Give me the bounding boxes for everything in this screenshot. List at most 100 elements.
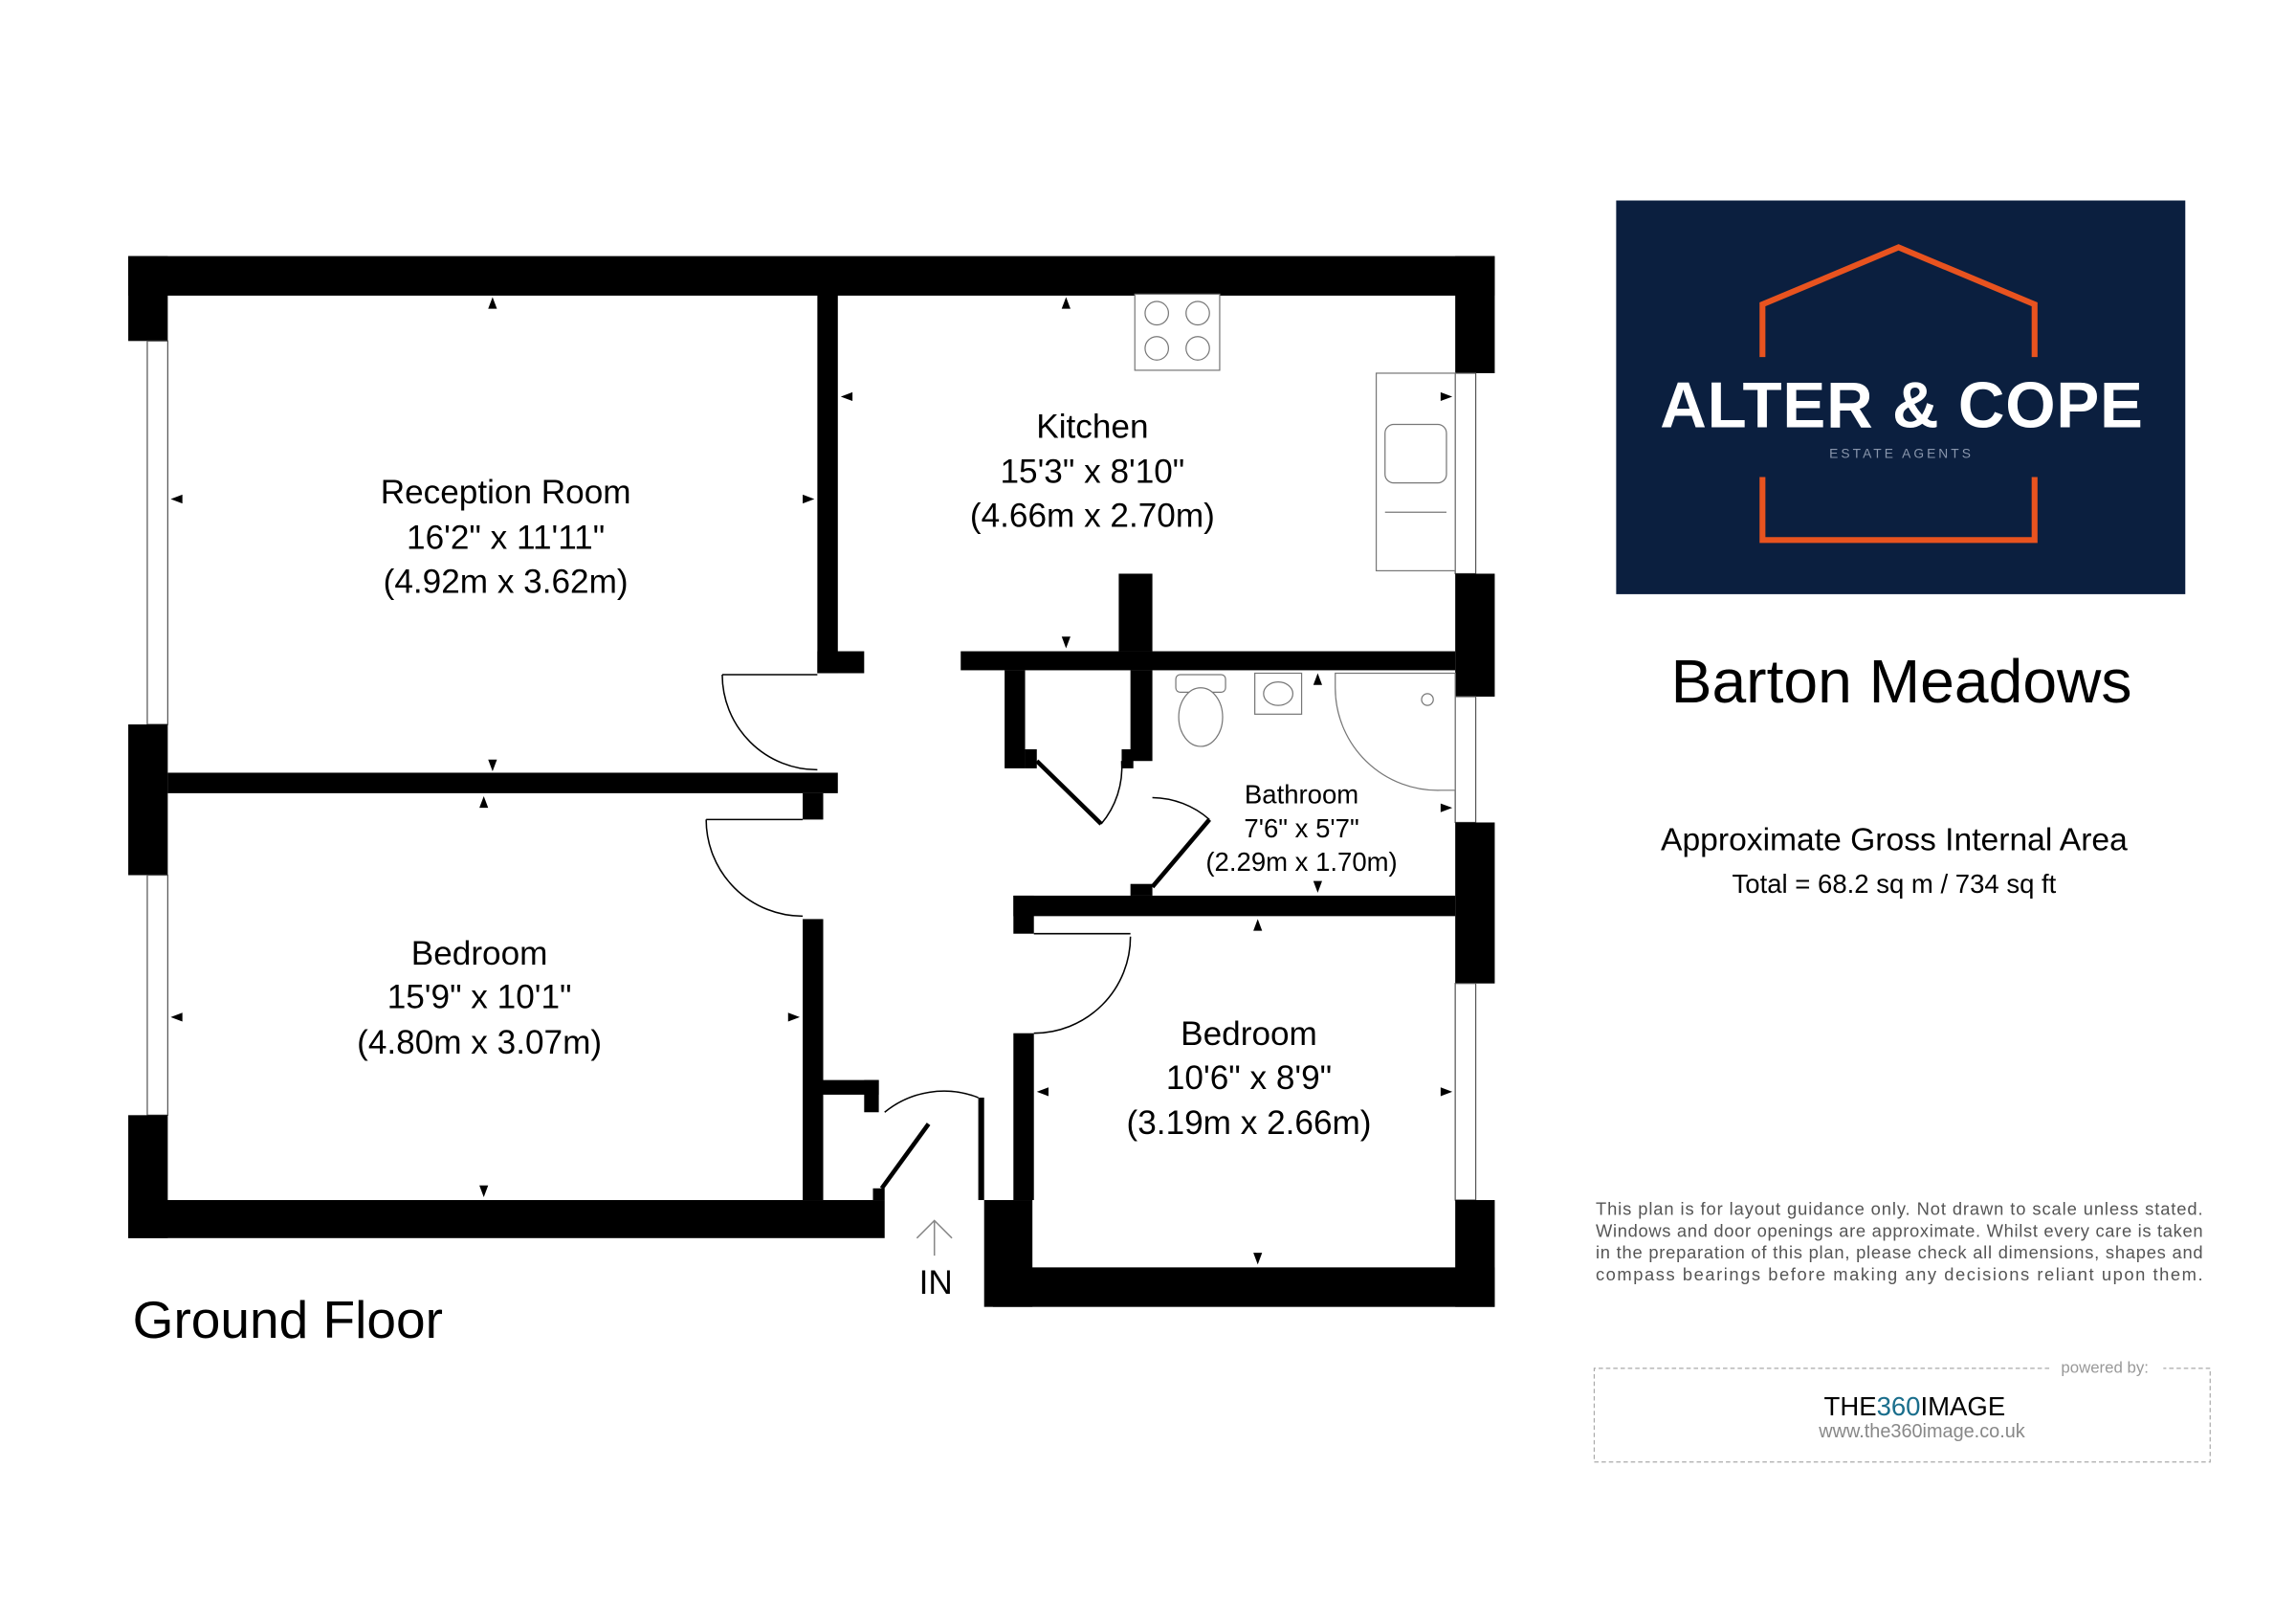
svg-text:This plan is for layout guidan: This plan is for layout guidance only. N…	[1596, 1198, 2203, 1218]
wall-right	[1455, 1200, 1495, 1307]
svg-text:(4.92m x 3.62m): (4.92m x 3.62m)	[384, 563, 629, 600]
wall-interior	[803, 919, 824, 1201]
svg-text:16'2" x 11'11": 16'2" x 11'11"	[407, 519, 605, 556]
floor-plan: Reception Room 16'2" x 11'11" (4.92m x 3…	[128, 256, 1495, 1307]
wall-interior	[803, 792, 824, 820]
window	[1454, 696, 1477, 824]
brand-logo: ALTER & COPE ESTATE AGENTS	[1616, 200, 2186, 594]
svg-text:7'6" x 5'7": 7'6" x 5'7"	[1244, 813, 1358, 843]
svg-text:(2.29m x 1.70m): (2.29m x 1.70m)	[1205, 847, 1397, 877]
room-label-bedroom-1: Bedroom 15'9" x 10'1" (4.80m x 3.07m)	[357, 935, 602, 1061]
room-label-reception: Reception Room 16'2" x 11'11" (4.92m x 3…	[381, 474, 631, 600]
dimension-arrow-icon	[488, 759, 497, 771]
wall-interior	[1025, 749, 1037, 768]
dimension-arrow-icon	[1036, 1087, 1049, 1097]
wall-interior	[167, 772, 838, 793]
disclaimer: This plan is for layout guidance only. N…	[1596, 1198, 2203, 1284]
wall-interior	[1130, 670, 1153, 762]
svg-text:Bathroom: Bathroom	[1245, 780, 1358, 810]
wall-bottom-right	[992, 1267, 1495, 1307]
svg-text:Bedroom: Bedroom	[1181, 1015, 1317, 1053]
wall-interior	[872, 1188, 885, 1201]
wall-interior	[1013, 1033, 1034, 1201]
entrance-label: IN	[919, 1264, 953, 1301]
credit-url: www.the360image.co.uk	[1818, 1421, 2024, 1442]
door-bedroom-1	[705, 818, 804, 918]
wall-interior	[1013, 895, 1034, 934]
svg-text:THE360IMAGE: THE360IMAGE	[1824, 1391, 2006, 1421]
room-label-kitchen: Kitchen 15'3" x 8'10" (4.66m x 2.70m)	[970, 408, 1215, 534]
dimension-arrow-icon	[1253, 1253, 1263, 1265]
dimension-arrow-icon	[488, 297, 497, 309]
dimension-arrow-icon	[1313, 673, 1322, 685]
wall-bottom-left	[128, 1200, 885, 1238]
svg-text:(4.80m x 3.07m): (4.80m x 3.07m)	[357, 1024, 602, 1061]
wall-right	[1455, 822, 1495, 984]
dimension-arrow-icon	[1440, 1087, 1453, 1097]
door-front	[879, 1090, 979, 1190]
credit-box: powered by: THE360IMAGE www.the360image.…	[1593, 1358, 2211, 1463]
wall-interior	[817, 651, 865, 674]
floor-label: Ground Floor	[133, 1290, 443, 1349]
door-cupboard	[1035, 759, 1123, 826]
room-label-bedroom-2: Bedroom 10'6" x 8'9" (3.19m x 2.66m)	[1127, 1015, 1372, 1142]
wall-right	[1455, 256, 1495, 373]
dimension-arrow-icon	[840, 391, 853, 402]
dimension-arrow-icon	[479, 1185, 489, 1197]
area-heading: Approximate Gross Internal Area	[1661, 823, 2128, 858]
svg-text:ESTATE AGENTS: ESTATE AGENTS	[1829, 447, 1974, 461]
svg-text:(3.19m x 2.66m): (3.19m x 2.66m)	[1127, 1104, 1372, 1142]
property-name: Barton Meadows	[1671, 647, 2132, 716]
dimension-arrow-icon	[1253, 919, 1263, 931]
svg-text:15'3" x 8'10": 15'3" x 8'10"	[1000, 454, 1184, 491]
credit-brand-c: IMAGE	[1920, 1391, 2005, 1421]
wall-interior	[1004, 670, 1026, 768]
svg-text:powered by:: powered by:	[2061, 1358, 2149, 1376]
svg-text:compass bearings before making: compass bearings before making any decis…	[1596, 1264, 2203, 1284]
wall-interior	[1013, 895, 1456, 917]
dimension-arrow-icon	[1061, 297, 1071, 309]
shower-icon	[1335, 672, 1456, 791]
wall-left	[128, 256, 168, 342]
toilet-icon	[1175, 674, 1226, 747]
wall-interior	[1130, 883, 1153, 896]
hob-icon	[1134, 293, 1221, 371]
window	[1454, 372, 1477, 575]
wall-left	[128, 724, 168, 876]
window	[146, 340, 168, 725]
wall-interior	[864, 1079, 879, 1113]
dimension-arrow-icon	[1061, 636, 1071, 649]
sink-icon	[1375, 372, 1456, 572]
svg-text:ALTER & COPE: ALTER & COPE	[1660, 370, 2143, 442]
window	[146, 874, 168, 1116]
svg-text:15'9" x 10'1": 15'9" x 10'1"	[387, 979, 572, 1016]
door-bedroom-2	[1033, 932, 1132, 1034]
wall-interior	[960, 651, 1456, 671]
wall-interior	[978, 1097, 984, 1201]
dimension-arrow-icon	[170, 494, 183, 504]
svg-text:(4.66m x 2.70m): (4.66m x 2.70m)	[970, 498, 1215, 535]
dimension-arrow-icon	[803, 494, 815, 504]
dimension-arrow-icon	[1440, 391, 1453, 402]
area-total: Total = 68.2 sq m / 734 sq ft	[1733, 869, 2057, 899]
dimension-arrows	[170, 297, 1453, 1265]
svg-text:Bedroom: Bedroom	[411, 935, 548, 972]
wall-interior	[1121, 749, 1134, 768]
wall-right	[1455, 573, 1495, 697]
door-bathroom	[1150, 796, 1211, 889]
wall-bottom-step	[983, 1200, 1033, 1307]
dimension-arrow-icon	[479, 795, 489, 809]
door-reception	[721, 674, 818, 771]
svg-text:Windows and door openings are: Windows and door openings are approximat…	[1596, 1220, 2203, 1240]
entrance-arrow-icon	[916, 1219, 953, 1256]
basin-icon	[1254, 672, 1303, 715]
wall-interior	[1118, 573, 1153, 652]
svg-text:Reception Room: Reception Room	[381, 474, 631, 511]
wall-interior	[817, 294, 838, 674]
credit-brand-a: THE	[1824, 1391, 1877, 1421]
svg-text:Kitchen: Kitchen	[1036, 408, 1148, 445]
window	[1454, 983, 1477, 1201]
dimension-arrow-icon	[1440, 803, 1453, 812]
wall-top	[128, 256, 1495, 296]
